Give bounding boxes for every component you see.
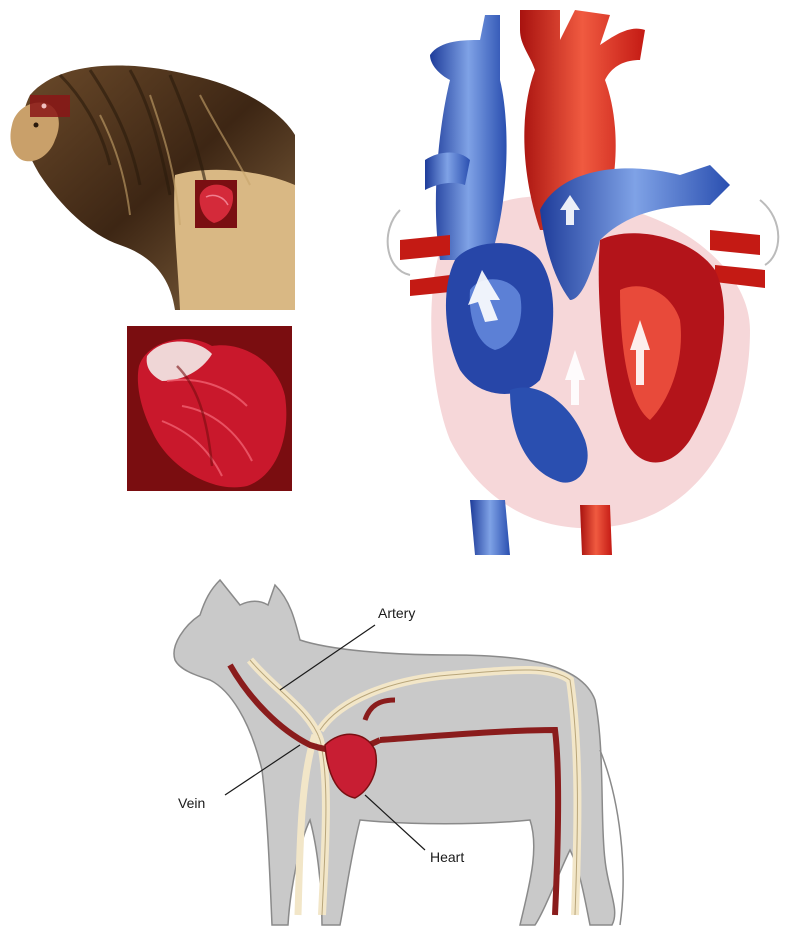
heart-photo-drawing <box>127 326 292 491</box>
cat-circulation-diagram: Artery Vein Heart <box>150 570 630 933</box>
heart-label: Heart <box>430 849 464 865</box>
cat-drawing: Artery Vein Heart <box>150 570 630 933</box>
heart-cross-section <box>370 0 791 560</box>
lion-illustration <box>0 55 300 315</box>
heart-photo <box>127 326 292 491</box>
heart-cross-section-drawing <box>370 0 791 560</box>
lion-drawing <box>0 55 300 315</box>
brain-highlight <box>30 95 70 117</box>
artery-label: Artery <box>378 605 415 621</box>
vein-label: Vein <box>178 795 205 811</box>
